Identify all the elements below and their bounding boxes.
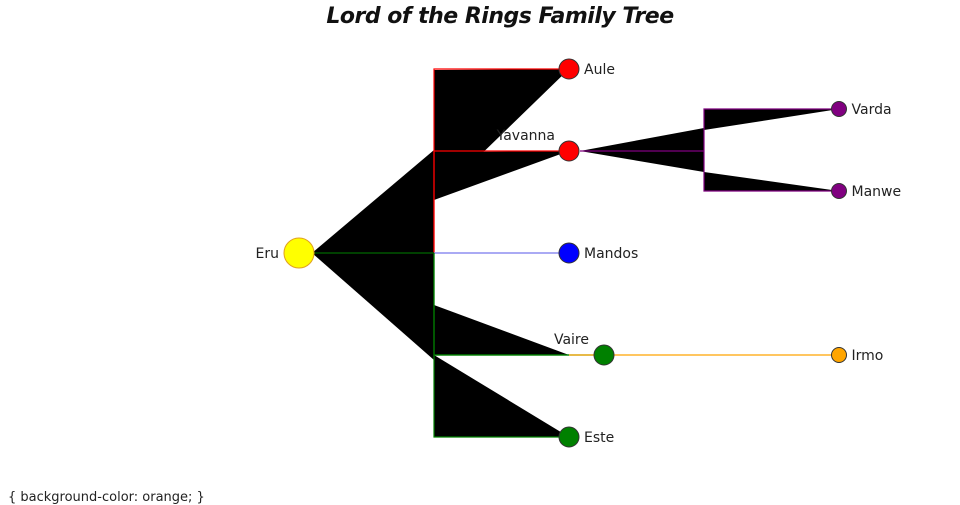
wedge-eru-yavanna [434,151,569,200]
node-label-eru: Eru [256,246,279,262]
edge-eru-yavanna [433,150,569,253]
wedge-yav [580,128,704,172]
footer-css-text: { background-color: orange; } [8,490,205,505]
wedge-eru-vaire [434,305,569,355]
node-yavanna [558,140,580,162]
node-label-mandos: Mandos [584,246,638,262]
node-varda [831,101,847,117]
node-eru [283,237,315,269]
node-irmo [831,347,847,363]
wedge-eru-este [434,355,569,437]
node-mandos [558,242,580,264]
node-label-varda: Varda [852,102,892,118]
node-este [558,426,580,448]
node-manwe [831,183,847,199]
node-label-vaire: Vaire [554,332,589,348]
node-label-manwe: Manwe [852,184,902,200]
node-label-yavanna: Yavanna [496,128,555,144]
wedge-yav-varda [704,109,839,130]
node-label-este: Este [584,430,614,446]
diagram-title: Lord of the Rings Family Tree [326,4,674,29]
node-label-aule: Aule [584,62,615,78]
edge-yavanna-varda [703,108,839,151]
wedge-eru [312,150,434,360]
node-vaire [593,344,615,366]
wedge-yav-manwe [704,172,839,191]
edge-eru-este [433,253,569,438]
node-label-irmo: Irmo [852,348,884,364]
edge-yavanna-manwe [703,151,839,192]
node-aule [558,58,580,80]
